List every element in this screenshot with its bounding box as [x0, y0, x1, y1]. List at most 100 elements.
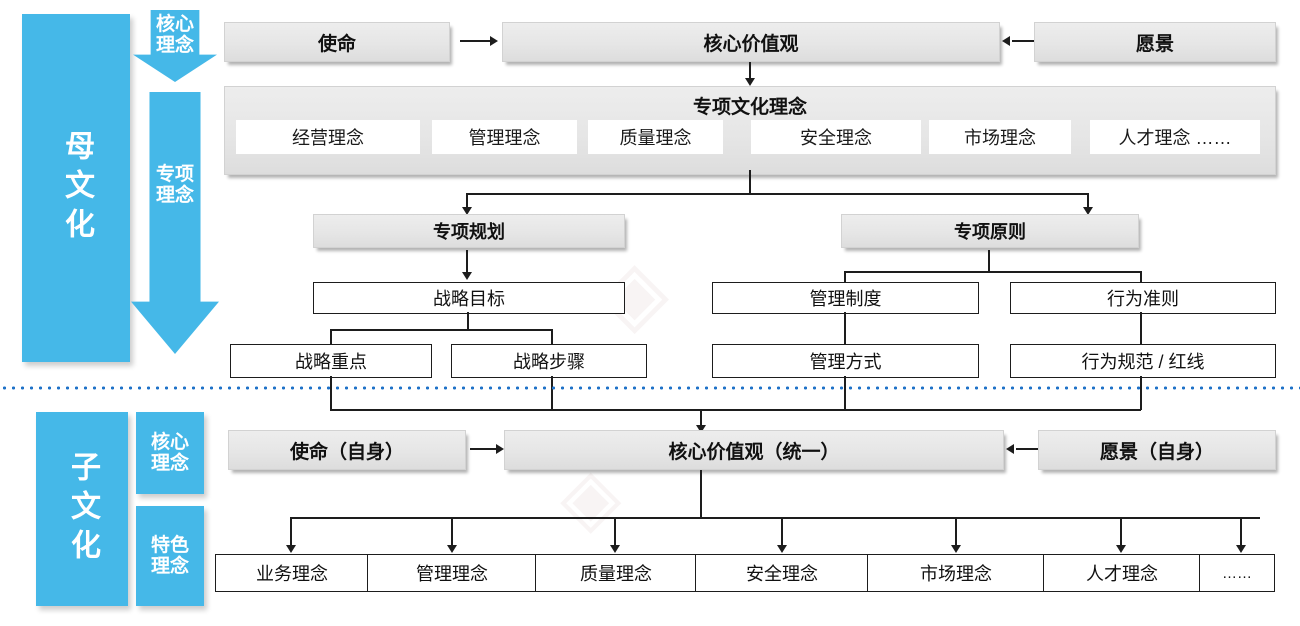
connector-method-down: [844, 376, 846, 410]
box-child-item-2-label: 质量理念: [580, 564, 652, 584]
chip-special-culture-0[interactable]: 经营理念: [236, 120, 420, 154]
box-child-item-2[interactable]: 质量理念: [535, 554, 697, 592]
box-child-item-5-label: 人才理念: [1086, 564, 1158, 584]
stage-child-feature-line1: 特色: [150, 534, 189, 556]
stage-parent-special-line2: 理念: [155, 185, 194, 207]
box-child-mission[interactable]: 使命（自身）: [228, 430, 466, 470]
arrowhead-child-item-5: [1116, 545, 1126, 553]
box-parent-mission-label: 使命: [317, 33, 356, 55]
arrowhead-child-item-0: [286, 545, 296, 553]
box-mgmt-system[interactable]: 管理制度: [712, 282, 979, 314]
chip-special-culture-5[interactable]: 人才理念 ……: [1090, 120, 1260, 154]
stage-child-core-line2: 理念: [150, 453, 189, 474]
arrowhead-child-item-6: [1236, 545, 1246, 553]
stage-child-feature: 特色 理念: [136, 506, 204, 606]
connector-split-right: [1087, 193, 1089, 209]
box-parent-vision-label: 愿景: [1135, 33, 1174, 55]
chip-special-culture-0-label: 经营理念: [292, 128, 364, 148]
connector-principle-stem: [988, 250, 990, 272]
stage-parent-special-line1: 专项: [155, 164, 194, 185]
box-parent-core-values-label: 核心价值观: [703, 33, 799, 55]
connector-child-fan-bus: [290, 517, 1260, 519]
connector-principle-right: [1140, 271, 1142, 283]
box-conduct-norm[interactable]: 行为规范 / 红线: [1010, 344, 1276, 378]
connector-mgmt-system-to-method: [844, 312, 846, 344]
arrowhead-child-item-4: [951, 545, 961, 553]
box-child-item-6[interactable]: ……: [1199, 554, 1275, 592]
connector-split-left: [466, 193, 468, 209]
box-child-item-4[interactable]: 市场理念: [867, 554, 1045, 592]
box-strategy-steps[interactable]: 战略步骤: [451, 344, 647, 378]
box-child-mission-label: 使命（自身）: [289, 441, 404, 463]
box-child-item-3[interactable]: 安全理念: [695, 554, 869, 592]
connector-child-drop-4: [955, 517, 957, 547]
box-conduct-norm-label: 行为规范 / 红线: [1081, 352, 1205, 372]
connector-child-drop-2: [614, 517, 616, 547]
connector-vision-to-core: [1012, 40, 1044, 42]
chip-special-culture-2[interactable]: 质量理念: [588, 120, 723, 154]
box-strategy-steps-label: 战略步骤: [513, 352, 585, 372]
box-parent-core-values[interactable]: 核心价值观: [502, 22, 1000, 62]
box-parent-mission[interactable]: 使命: [224, 22, 450, 62]
box-conduct-guideline-label: 行为准则: [1107, 289, 1179, 309]
box-mgmt-method[interactable]: 管理方式: [712, 344, 979, 378]
box-child-core-values[interactable]: 核心价值观（统一）: [504, 430, 1004, 470]
chip-special-culture-3[interactable]: 安全理念: [751, 120, 921, 154]
connector-focus-down: [330, 376, 332, 410]
connector-child-drop-0: [290, 517, 292, 547]
arrowhead-converge-to-child-core: [696, 425, 706, 433]
box-special-plan-label: 专项规划: [433, 222, 505, 242]
stage-parent-core-line1: 核心: [155, 14, 194, 35]
connector-split-bus: [466, 193, 1088, 195]
arrowhead-child-item-1: [447, 545, 457, 553]
box-child-vision[interactable]: 愿景（自身）: [1038, 430, 1276, 470]
box-child-item-1-label: 管理理念: [416, 564, 488, 584]
stage-parent-special-arrow: 专项 理念: [131, 92, 219, 354]
box-child-item-1[interactable]: 管理理念: [367, 554, 537, 592]
box-child-item-0[interactable]: 业务理念: [215, 554, 369, 592]
connector-goal-right: [551, 329, 553, 345]
connector-child-core-stem: [700, 470, 702, 518]
box-strategy-focus[interactable]: 战略重点: [230, 344, 432, 378]
chip-special-culture-3-label: 安全理念: [800, 128, 872, 148]
box-child-vision-label: 愿景（自身）: [1099, 441, 1214, 463]
connector-child-drop-3: [781, 517, 783, 547]
connector-child-drop-5: [1120, 517, 1122, 547]
chip-special-culture-4[interactable]: 市场理念: [929, 120, 1071, 154]
connector-mission-to-core: [460, 40, 492, 42]
stage-child-core-line1: 核心: [150, 431, 189, 453]
box-special-principle-label: 专项原则: [954, 222, 1026, 242]
box-special-plan[interactable]: 专项规划: [313, 214, 625, 248]
stage-child-core: 核心 理念: [136, 412, 204, 494]
connector-panel-down-stem: [749, 170, 751, 194]
connector-converge-stem: [700, 409, 702, 427]
box-strategy-goal[interactable]: 战略目标: [313, 282, 625, 314]
box-mgmt-system-label: 管理制度: [809, 289, 882, 309]
chip-special-culture-2-label: 质量理念: [619, 128, 692, 148]
band-parent-culture: 母文化: [22, 14, 130, 362]
band-child-culture-label: 子文化: [66, 450, 99, 568]
stage-parent-core-line2: 理念: [155, 35, 194, 57]
connector-core-to-special-culture: [749, 62, 751, 80]
connector-child-drop-6: [1240, 517, 1242, 547]
box-parent-vision[interactable]: 愿景: [1034, 22, 1276, 62]
box-child-item-3-label: 安全理念: [746, 564, 818, 584]
box-mgmt-method-label: 管理方式: [809, 352, 882, 372]
chip-special-culture-5-label: 人才理念 ……: [1118, 128, 1232, 148]
connector-child-vision-to-core: [1016, 448, 1044, 450]
connector-child-drop-1: [451, 517, 453, 547]
connector-goal-left: [330, 329, 332, 345]
box-child-item-5[interactable]: 人才理念: [1043, 554, 1201, 592]
box-special-principle[interactable]: 专项原则: [841, 214, 1139, 248]
connector-principle-left: [844, 271, 846, 283]
stage-parent-core-arrow: 核心 理念: [133, 10, 217, 82]
box-child-item-0-label: 业务理念: [256, 564, 328, 584]
box-child-item-6-label: ……: [1222, 564, 1252, 582]
panel-special-culture-title: 专项文化理念: [692, 97, 807, 118]
arrowhead-child-vision-to-core: [1006, 444, 1014, 454]
box-child-core-values-label: 核心价值观（统一）: [668, 441, 840, 463]
box-child-item-4-label: 市场理念: [920, 564, 992, 584]
chip-special-culture-1[interactable]: 管理理念: [432, 120, 577, 154]
box-conduct-guideline[interactable]: 行为准则: [1010, 282, 1276, 314]
stage-child-feature-line2: 理念: [150, 556, 189, 577]
